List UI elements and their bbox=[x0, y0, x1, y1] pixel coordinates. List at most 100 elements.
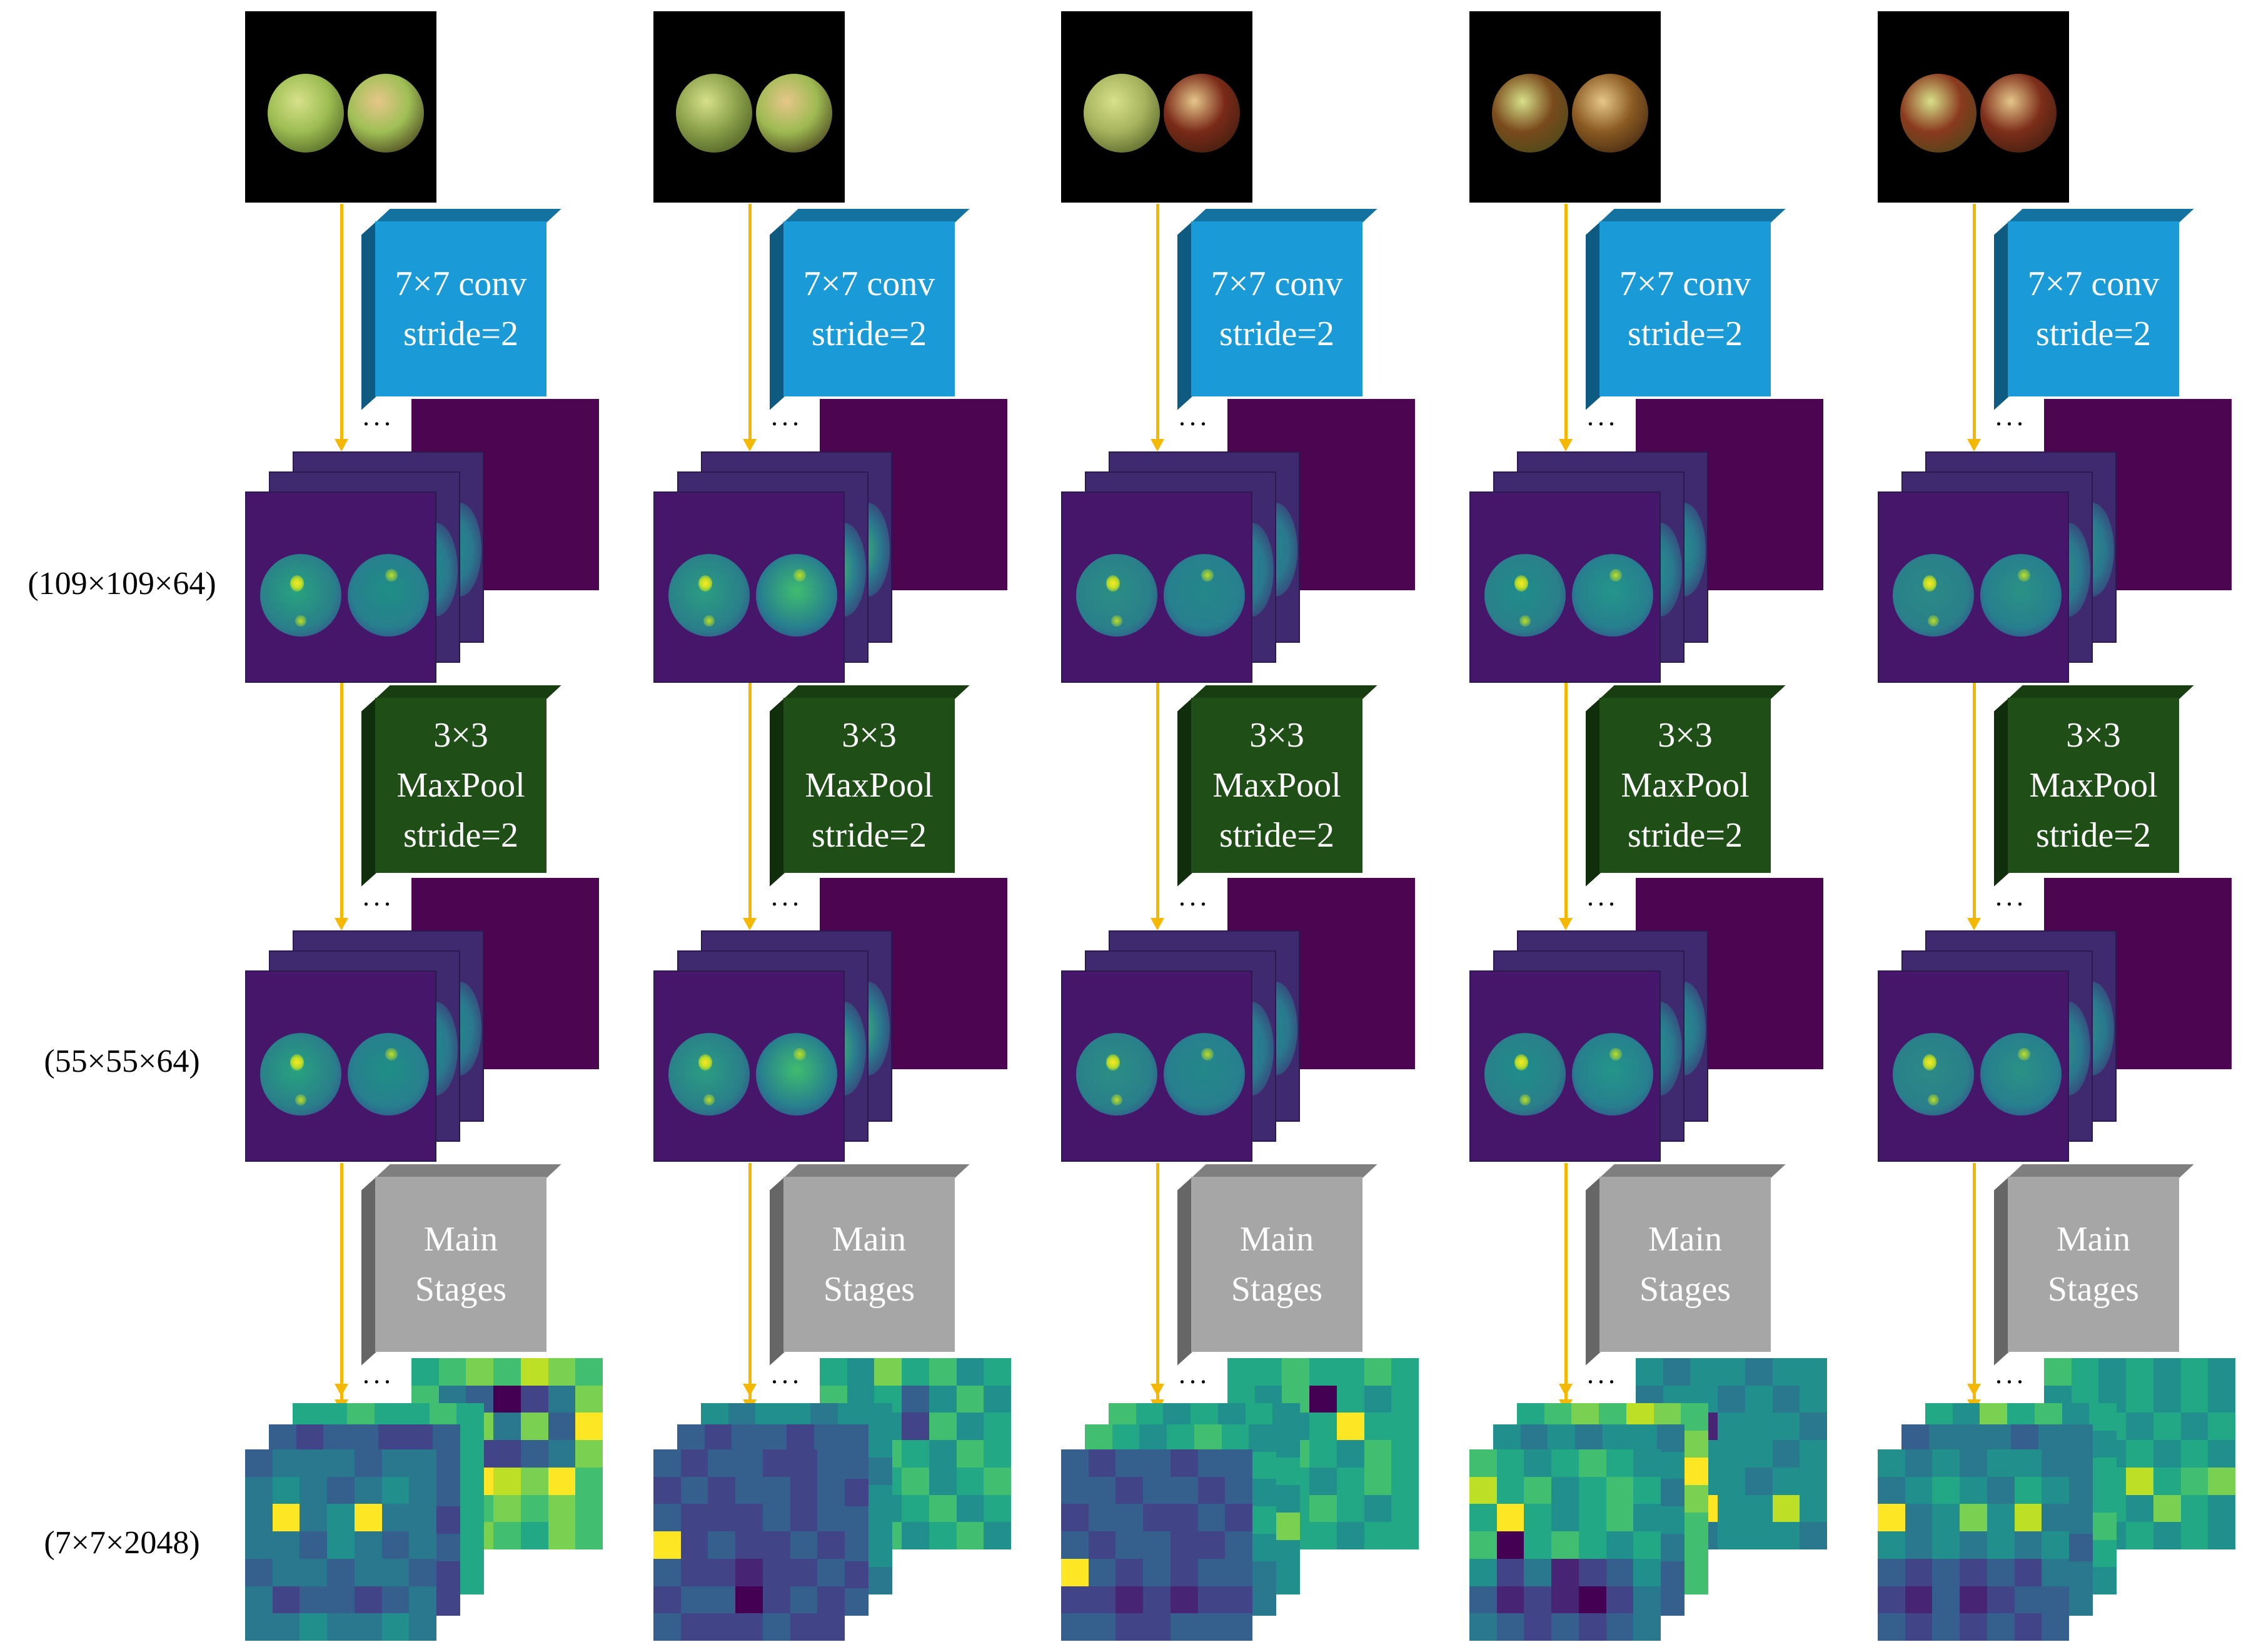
column-4-final-stack-map-2-cell bbox=[1657, 1451, 1684, 1479]
column-1-final-front-map-cell bbox=[381, 1613, 410, 1641]
column-3-final-front-map-cell bbox=[1115, 1586, 1144, 1614]
column-2-final-back-map-cell bbox=[902, 1467, 929, 1495]
column-1-main-stages-block-front-face bbox=[375, 1177, 546, 1352]
column-4-final-stack-map-2-cell bbox=[1657, 1588, 1684, 1616]
column-5-final-back-map-cell bbox=[2153, 1385, 2181, 1413]
column-4-final-front-map-cell bbox=[1496, 1558, 1524, 1586]
column-2-final-stack-map-2-cell bbox=[813, 1424, 842, 1452]
column-3-ellipsis-3: ... bbox=[1179, 1359, 1211, 1389]
column-2-final-back-map-cell bbox=[984, 1522, 1011, 1549]
row-label-conv-output: (109×109×64) bbox=[28, 566, 216, 602]
column-1-final-front-map-cell bbox=[272, 1558, 300, 1586]
column-1-final-stack-map-2-cell bbox=[433, 1533, 460, 1561]
column-5-final-stack-map-2-cell bbox=[2065, 1561, 2093, 1589]
column-3-conv-featuremaps-front-map bbox=[1061, 491, 1252, 683]
column-1-pool-featuremaps-front-map bbox=[245, 970, 436, 1162]
column-4-ellipsis-2: ... bbox=[1587, 881, 1619, 912]
column-1-final-back-map-cell bbox=[493, 1440, 521, 1468]
column-1-final-front-map-cell bbox=[409, 1531, 436, 1559]
column-5-final-back-map-cell bbox=[2180, 1522, 2208, 1549]
column-4-final-back-map-cell bbox=[1718, 1358, 1745, 1386]
column-5-final-back-map-cell bbox=[2153, 1413, 2181, 1441]
column-3-final-stack-map-2-cell bbox=[1249, 1479, 1276, 1507]
column-1-final-front-map bbox=[245, 1449, 436, 1641]
column-1-final-front-map-cell bbox=[381, 1531, 410, 1559]
column-2-arrow-4-stub-head bbox=[743, 1384, 757, 1396]
column-4-final-back-map-cell bbox=[1718, 1494, 1745, 1523]
column-3-final-back-map-cell bbox=[1309, 1522, 1337, 1549]
column-5-final-front-map-cell bbox=[2042, 1449, 2069, 1477]
column-1-final-back-map-cell bbox=[575, 1358, 603, 1386]
column-1-final-back-map-cell bbox=[575, 1522, 603, 1549]
column-1-final-front-map-cell bbox=[409, 1449, 436, 1477]
column-2-final-stack-map-2-cell bbox=[841, 1424, 869, 1452]
column-3-final-back-map-cell bbox=[1391, 1522, 1419, 1549]
column-1-final-front-map-cell bbox=[409, 1476, 436, 1504]
column-3-pool-featuremaps-front-map-hotspot-1 bbox=[1106, 1054, 1120, 1070]
column-2-final-stack-map-2-cell bbox=[841, 1588, 869, 1616]
column-4-final-back-map-cell bbox=[1800, 1413, 1827, 1441]
column-2-final-stack-map-2-cell bbox=[841, 1533, 869, 1561]
column-1-final-back-map-cell bbox=[520, 1467, 548, 1495]
column-2-final-front-map-cell bbox=[790, 1558, 818, 1586]
column-2-final-front-map-cell bbox=[735, 1476, 763, 1504]
row-label-stage-output: (7×7×2048) bbox=[44, 1525, 200, 1561]
column-1-final-front-map-cell bbox=[245, 1586, 273, 1614]
column-1-final-stack-map-2-cell bbox=[378, 1424, 406, 1452]
column-1-final-stack-map-1-cell bbox=[456, 1485, 484, 1513]
column-2-pool-featuremaps-front-map-blob-right bbox=[756, 1033, 837, 1116]
column-3-final-back-map-cell bbox=[1309, 1385, 1337, 1413]
column-4-pool-featuremaps-front-map-hotspot-1 bbox=[1514, 1054, 1528, 1070]
column-2-main-stages-block-top-face bbox=[783, 1164, 970, 1178]
column-1-final-stack-map-1-cell bbox=[456, 1567, 484, 1594]
column-2-final-front-map-cell bbox=[708, 1449, 736, 1477]
column-5-final-back-map-cell bbox=[2180, 1358, 2208, 1386]
column-1-final-back-map-cell bbox=[548, 1467, 576, 1495]
column-4-final-front-map-cell bbox=[1578, 1558, 1606, 1586]
column-3-final-front-map-cell bbox=[1170, 1558, 1198, 1586]
column-5-final-front-map-cell bbox=[1960, 1531, 1987, 1559]
column-3-final-front-map-cell bbox=[1115, 1449, 1144, 1477]
column-3-final-stack-map-2-cell bbox=[1112, 1424, 1140, 1452]
column-4-final-front-map-cell bbox=[1633, 1449, 1661, 1477]
column-5-final-front-map-cell bbox=[1905, 1476, 1933, 1504]
column-1-final-front-map-cell bbox=[245, 1558, 273, 1586]
column-2-final-front-map-cell bbox=[680, 1558, 708, 1586]
column-3-final-stack-map-1-cell bbox=[1272, 1458, 1300, 1486]
column-2-conv-featuremaps-front-map bbox=[653, 491, 845, 683]
column-2-ellipsis-2: ... bbox=[771, 881, 803, 912]
column-5-final-front-map-cell bbox=[1960, 1586, 1987, 1614]
column-4-final-front-map-cell bbox=[1606, 1504, 1634, 1532]
column-1-main-stages-block-line2: Stages bbox=[415, 1270, 507, 1309]
column-1-final-stack-map-2-cell bbox=[269, 1424, 296, 1452]
column-3-final-back-map-cell bbox=[1391, 1358, 1419, 1386]
column-3-final-front-map-cell bbox=[1170, 1504, 1198, 1532]
column-3-final-front-map-cell bbox=[1061, 1449, 1089, 1477]
column-4-conv-featuremaps-front-map-hotspot-3 bbox=[1609, 569, 1622, 582]
column-4-final-stack-map-2-cell bbox=[1657, 1424, 1684, 1452]
column-1-final-back-map-cell bbox=[548, 1413, 576, 1441]
column-1-final-front-map-cell bbox=[327, 1586, 355, 1614]
column-2-conv-featuremaps-front-map-hotspot-3 bbox=[793, 569, 806, 582]
column-2-final-stack-map-2-cell bbox=[704, 1424, 732, 1452]
column-3-final-stack-map-1-cell bbox=[1272, 1539, 1300, 1568]
column-5-final-stack-map-2-cell bbox=[2065, 1451, 2093, 1479]
column-3-main-stages-block-top-face bbox=[1191, 1164, 1377, 1178]
column-2-final-stack-map-1-cell bbox=[865, 1430, 892, 1458]
column-4-final-front-map-cell bbox=[1578, 1613, 1606, 1641]
column-3-final-front-map bbox=[1061, 1449, 1252, 1641]
column-5-final-back-map-cell bbox=[2126, 1494, 2153, 1523]
column-1-ellipsis-3: ... bbox=[363, 1359, 395, 1389]
column-1-final-back-map-cell bbox=[575, 1385, 603, 1413]
column-2-final-back-map-cell bbox=[902, 1522, 929, 1549]
column-4-final-stack-map-1-cell bbox=[1681, 1485, 1708, 1513]
column-3-final-stack-map-1-cell bbox=[1272, 1567, 1300, 1594]
column-3-final-front-map-cell bbox=[1143, 1476, 1171, 1504]
column-5-final-stack-map-1-cell bbox=[2089, 1403, 2117, 1431]
column-1-conv-block-top-face bbox=[375, 209, 562, 223]
column-4-final-back-map-cell bbox=[1718, 1440, 1745, 1468]
column-4-final-back-map-cell bbox=[1718, 1467, 1745, 1495]
